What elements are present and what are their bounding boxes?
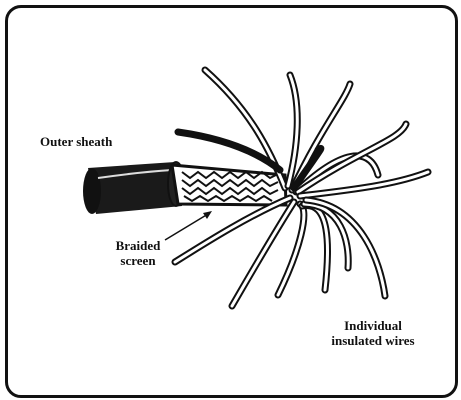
- outer-sheath-text: Outer sheath: [40, 134, 112, 149]
- braided-screen: [172, 165, 286, 205]
- braided-screen-label: Braided screen: [108, 238, 168, 268]
- insulated-wires-label: Individual insulated wires: [318, 318, 428, 348]
- insulated-wires-line2: insulated wires: [318, 333, 428, 348]
- braided-screen-line2: screen: [108, 253, 168, 268]
- outer-sheath-label: Outer sheath: [40, 134, 112, 149]
- braided-screen-line1: Braided: [108, 238, 168, 253]
- outer-sheath: [83, 162, 184, 214]
- braided-screen-pointer: [165, 211, 212, 240]
- insulated-wires-line1: Individual: [318, 318, 428, 333]
